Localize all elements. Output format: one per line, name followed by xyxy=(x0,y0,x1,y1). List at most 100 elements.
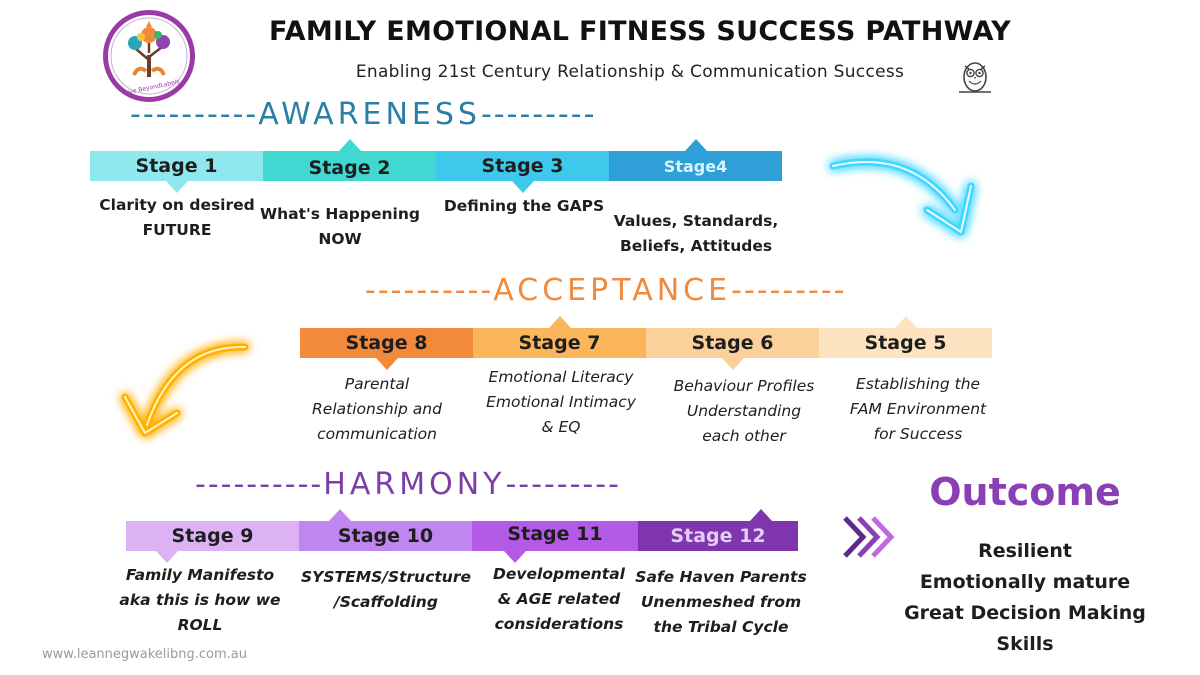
acceptance-dashes-left: ---------- xyxy=(365,273,494,308)
stage-11-desc-line: Developmental xyxy=(493,565,625,583)
acceptance-title: ACCEPTANCE xyxy=(493,273,732,308)
stage-5-pointer xyxy=(895,316,917,328)
stage-2-description: What's Happening NOW xyxy=(256,202,424,252)
stage-6-description: Behaviour Profiles Understanding each ot… xyxy=(654,374,834,449)
stage-7-desc-line: Emotional Literacy xyxy=(488,368,634,386)
stage-6-label: Stage 6 xyxy=(691,332,774,354)
stage-1: Stage 1 xyxy=(90,151,263,193)
stage-4-description: Values, Standards, Beliefs, Attitudes xyxy=(606,209,786,259)
outcome-list: Resilient Emotionally mature Great Decis… xyxy=(880,536,1170,660)
stage-9: Stage 9 xyxy=(126,521,299,563)
stage-5-description: Establishing the FAM Environment for Suc… xyxy=(830,372,1006,447)
stage-12-desc-line: the Tribal Cycle xyxy=(653,618,789,636)
stage-1-pointer xyxy=(166,181,188,193)
stage-11-description: Developmental & AGE related consideratio… xyxy=(480,562,638,637)
stage-10-label: Stage 10 xyxy=(337,525,434,547)
stage-1-label: Stage 1 xyxy=(135,155,218,177)
harmony-heading: ----------HARMONY--------- xyxy=(195,467,621,502)
stage-12-desc-line: Unenmeshed from xyxy=(640,593,802,611)
stage-4-label: Stage4 xyxy=(663,156,728,176)
stage-4-pointer xyxy=(685,139,707,151)
stage-4-desc-line: Values, Standards, xyxy=(613,212,779,230)
purple-chevrons-icon xyxy=(843,516,895,558)
stage-3-description: Defining the GAPS xyxy=(438,194,610,219)
stage-12: Stage 12 xyxy=(638,509,798,551)
stage-6-pointer xyxy=(722,358,744,370)
stage-5-desc-line: FAM Environment xyxy=(849,400,987,418)
stage-2-desc-line: What's Happening xyxy=(260,205,420,223)
acceptance-dashes-right: --------- xyxy=(731,273,847,308)
awareness-title: AWARENESS xyxy=(258,97,481,132)
awareness-dashes-right: --------- xyxy=(480,97,597,132)
stage-12-pointer xyxy=(750,509,772,521)
outcome-item: Great Decision Making xyxy=(904,602,1146,624)
stage-4: Stage4 xyxy=(609,139,782,181)
stage-3-desc-line: Defining the GAPS xyxy=(443,197,605,215)
stage-9-desc-line: ROLL xyxy=(177,616,223,634)
stage-3: Stage 3 xyxy=(436,151,609,193)
stage-5-desc-line: for Success xyxy=(873,425,963,443)
stage-9-pointer xyxy=(156,551,178,563)
stage-5-label: Stage 5 xyxy=(864,332,947,354)
harmony-title: HARMONY xyxy=(323,467,506,502)
stage-8-pointer xyxy=(376,358,398,370)
stage-8: Stage 8 xyxy=(300,328,473,370)
stage-1-description: Clarity on desired FUTURE xyxy=(88,193,266,243)
stage-3-pointer xyxy=(512,181,534,193)
glowing-yellow-arrow-icon xyxy=(121,343,249,437)
stage-1-desc-line: Clarity on desired xyxy=(99,196,255,214)
stage-11-label: Stage 11 xyxy=(507,523,603,545)
stage-9-description: Family Manifesto aka this is how we ROLL xyxy=(110,563,290,638)
stage-4-desc-line: Beliefs, Attitudes xyxy=(619,237,773,255)
stage-10-desc-line: /Scaffolding xyxy=(334,593,438,611)
stage-5: Stage 5 xyxy=(819,316,992,358)
stage-6-desc-line: Understanding xyxy=(686,402,802,420)
owl-icon xyxy=(955,56,995,96)
stage-10-description: SYSTEMS/Structure /Scaffolding xyxy=(296,565,476,615)
brand-logo xyxy=(103,10,195,102)
stage-7: Stage 7 xyxy=(473,316,646,358)
awareness-stage-row: Stage 1 Stage 2 Stage 3 Stage4 xyxy=(90,139,782,193)
stage-2-desc-line: NOW xyxy=(318,230,362,248)
stage-7-desc-line: Emotional Intimacy xyxy=(486,393,636,411)
page-subtitle: Enabling 21st Century Relationship & Com… xyxy=(355,62,905,82)
stage-2: Stage 2 xyxy=(263,139,436,181)
stage-7-desc-line: & EQ xyxy=(541,418,581,436)
stage-2-label: Stage 2 xyxy=(308,157,391,179)
tree-hands-logo-icon xyxy=(110,17,188,95)
stage-10-pointer xyxy=(329,509,351,521)
stage-8-desc-line: Parental xyxy=(344,375,410,393)
glowing-blue-arrow-icon xyxy=(829,158,975,236)
stage-8-label: Stage 8 xyxy=(345,332,428,354)
stage-2-pointer xyxy=(339,139,361,151)
stage-11-pointer xyxy=(504,551,526,563)
stage-6-desc-line: each other xyxy=(702,427,786,445)
website-url: www.leannegwakelibng.com.au xyxy=(42,647,248,662)
harmony-stage-row: Stage 9 Stage 10 Stage 11 Stage 12 xyxy=(126,509,798,563)
stage-5-desc-line: Establishing the xyxy=(855,375,981,393)
stage-7-pointer xyxy=(549,316,571,328)
stage-6-desc-line: Behaviour Profiles xyxy=(673,377,815,395)
stage-11: Stage 11 xyxy=(472,521,638,563)
awareness-dashes-left: ---------- xyxy=(130,97,259,132)
stage-7-label: Stage 7 xyxy=(518,332,601,354)
stage-11-desc-line: & AGE related xyxy=(497,590,621,608)
stage-10: Stage 10 xyxy=(299,509,472,551)
stage-9-label: Stage 9 xyxy=(171,525,254,547)
stage-12-desc-line: Safe Haven Parents xyxy=(635,568,807,586)
stage-12-label: Stage 12 xyxy=(670,525,766,547)
stage-8-description: Parental Relationship and communication xyxy=(296,372,458,447)
stage-11-desc-line: considerations xyxy=(494,615,624,633)
stage-1-desc-line: FUTURE xyxy=(142,221,212,239)
stage-12-description: Safe Haven Parents Unenmeshed from the T… xyxy=(632,565,810,640)
stage-8-desc-line: communication xyxy=(317,425,437,443)
outcome-title: Outcome xyxy=(929,470,1121,514)
stage-10-desc-line: SYSTEMS/Structure xyxy=(300,568,471,586)
awareness-heading: ----------AWARENESS--------- xyxy=(130,97,596,132)
stage-7-description: Emotional Literacy Emotional Intimacy & … xyxy=(472,365,650,440)
stage-9-desc-line: aka this is how we xyxy=(119,591,281,609)
page-title: FAMILY EMOTIONAL FITNESS SUCCESS PATHWAY xyxy=(269,16,1011,47)
stage-9-desc-line: Family Manifesto xyxy=(125,566,275,584)
outcome-item: Skills xyxy=(996,633,1054,655)
stage-6: Stage 6 xyxy=(646,328,819,370)
